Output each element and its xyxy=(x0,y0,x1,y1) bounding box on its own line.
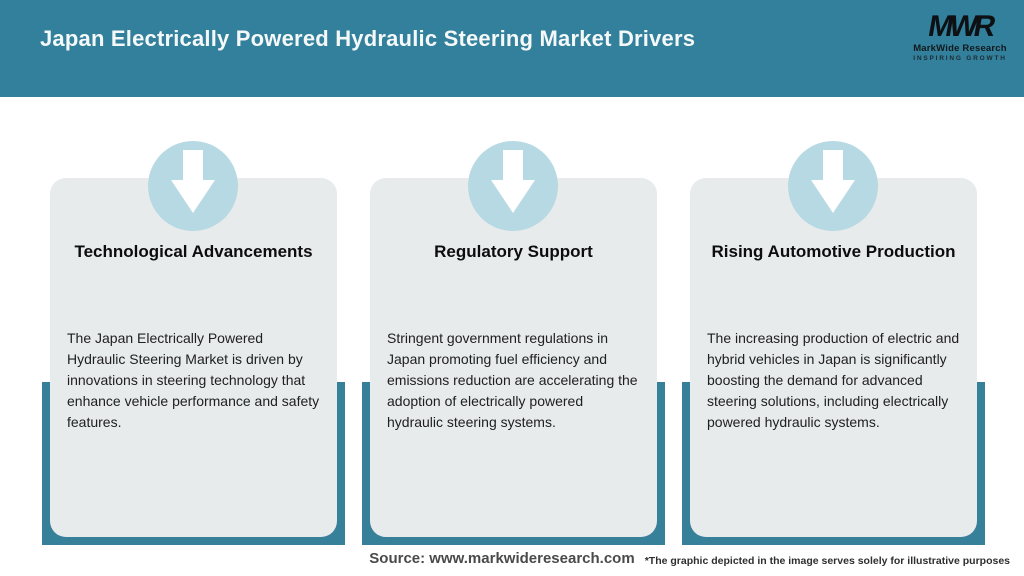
driver-card-regulatory-support: Regulatory Support Stringent government … xyxy=(370,178,657,537)
card-icon-badge xyxy=(788,141,878,231)
card-body-text: The increasing production of electric an… xyxy=(707,330,960,430)
source-text: Source: www.markwideresearch.com xyxy=(369,550,635,567)
logo-name: MarkWide Research xyxy=(913,43,1007,54)
markwide-research-logo: MWR MarkWide Research INSPIRING GROWTH xyxy=(912,10,1008,62)
header-bar: Japan Electrically Powered Hydraulic Ste… xyxy=(0,0,1024,97)
card-body-text: The Japan Electrically Powered Hydraulic… xyxy=(67,330,320,430)
card-title: Technological Advancements xyxy=(74,242,313,261)
card-icon-badge xyxy=(468,141,558,231)
card-icon-badge xyxy=(148,141,238,231)
card-title: Rising Automotive Production xyxy=(711,242,956,261)
page-title: Japan Electrically Powered Hydraulic Ste… xyxy=(40,26,696,51)
card-title: Regulatory Support xyxy=(434,242,593,261)
card-body-text: Stringent government regulations in Japa… xyxy=(387,330,638,430)
logo-monogram: MWR xyxy=(925,10,995,43)
logo-tagline: INSPIRING GROWTH xyxy=(913,55,1007,62)
driver-card-rising-automotive-production: Rising Automotive Production The increas… xyxy=(690,178,977,537)
driver-card-technological-advancements: Technological Advancements The Japan Ele… xyxy=(50,178,337,537)
disclaimer-text: *The graphic depicted in the image serve… xyxy=(644,555,1010,567)
